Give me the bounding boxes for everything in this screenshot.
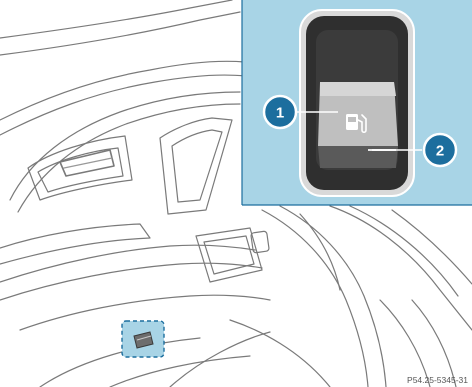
callout-1: 1	[264, 96, 296, 128]
fuel-flap-switch	[300, 10, 414, 196]
detail-inset-panel: 1 2	[242, 0, 472, 205]
callout-1-number: 1	[276, 105, 284, 122]
switch-location-marker	[122, 321, 164, 357]
image-reference: P54.25-5345-31	[407, 375, 468, 385]
callout-2: 2	[424, 134, 456, 166]
callout-2-number: 2	[436, 143, 444, 160]
